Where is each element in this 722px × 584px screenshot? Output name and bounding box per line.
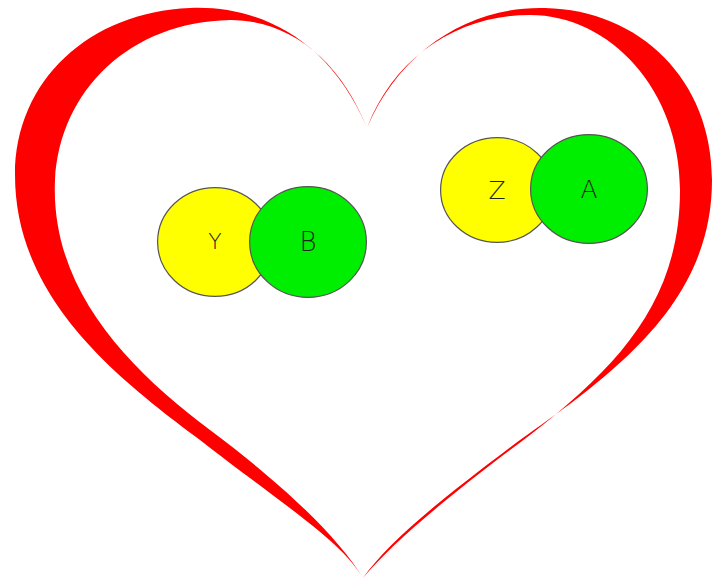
circle-fill xyxy=(250,187,367,298)
letter-circle: B xyxy=(249,186,367,298)
letter-circle: A xyxy=(530,134,648,244)
circle-fill xyxy=(531,135,648,244)
circle-letter: A xyxy=(580,177,597,202)
circle-letter: Z xyxy=(488,178,505,203)
circle-letter: Y xyxy=(208,231,221,253)
heart-shape xyxy=(15,8,712,578)
circle-letter: B xyxy=(299,229,316,255)
